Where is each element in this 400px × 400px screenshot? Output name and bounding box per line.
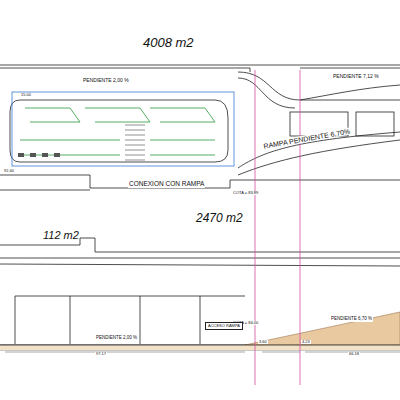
area-label: 4008 m2 bbox=[142, 36, 195, 49]
plan-note: COTA = 83.89 bbox=[232, 191, 259, 195]
plan-note: 66.18 bbox=[348, 352, 360, 356]
plan-note: PENDIENTE 2,00 % bbox=[95, 336, 138, 341]
access-box: ACCESO RAMPA bbox=[205, 322, 243, 330]
plan-note: 4.23 bbox=[301, 340, 311, 344]
plan-note: PENDIENTE 2,00 % bbox=[82, 78, 130, 83]
plan-note: CONEXION CON RAMPA bbox=[128, 181, 205, 188]
plan-note: 97.17 bbox=[95, 352, 107, 356]
plan-note: 3.60 bbox=[258, 340, 268, 344]
plan-note: PENDIENTE 6,70 % bbox=[330, 317, 373, 322]
area-label: 112 m2 bbox=[42, 230, 80, 241]
area-label: 2470 m2 bbox=[195, 212, 244, 224]
plan-note: 15.00 bbox=[20, 93, 32, 97]
plan-note: 92.40 bbox=[3, 169, 15, 173]
node-text: ACCESO RAMPA bbox=[208, 324, 240, 328]
plan-note: PENDIENTE 7,12 % bbox=[332, 74, 380, 79]
